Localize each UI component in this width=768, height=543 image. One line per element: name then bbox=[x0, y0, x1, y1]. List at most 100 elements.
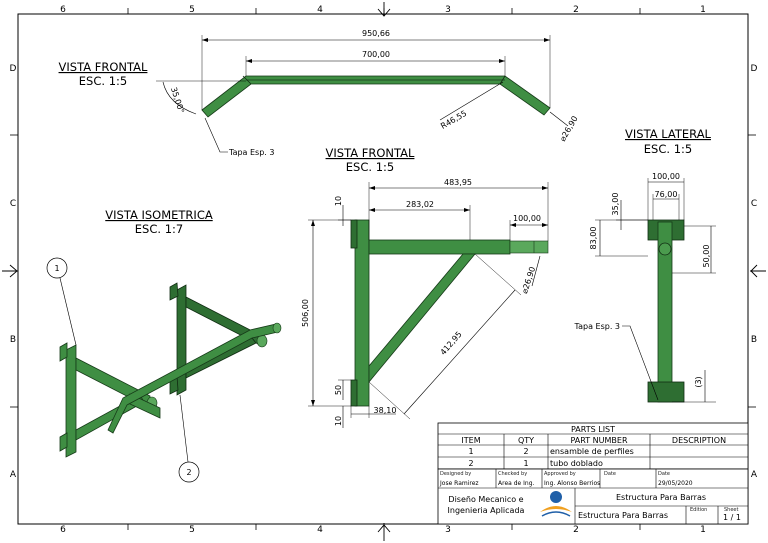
parts-list-title: PARTS LIST bbox=[571, 425, 615, 434]
row-label-right: D bbox=[751, 64, 758, 74]
parts-header: ITEM bbox=[461, 436, 480, 445]
col-label-top: 2 bbox=[573, 5, 579, 15]
balloon-1 bbox=[46, 257, 68, 279]
dim-inner-width: 700,00 bbox=[362, 50, 390, 59]
balloon-2-label: 2 bbox=[186, 468, 191, 477]
parts-header: PART NUMBER bbox=[570, 436, 627, 445]
dim-bracket-width: 100,00 bbox=[652, 172, 680, 181]
dim-angle: 35,00° bbox=[169, 86, 186, 114]
parts-header: QTY bbox=[518, 436, 534, 445]
row-labels: D C B A D C B A bbox=[10, 64, 758, 480]
approved-value: Ing. Alonso Berrios bbox=[544, 480, 600, 487]
column-labels: 6 5 4 3 2 1 6 5 4 3 2 1 bbox=[60, 5, 706, 535]
parts-cell: ensamble de perfiles bbox=[550, 447, 634, 456]
cap-note: Tapa Esp. 3 bbox=[228, 148, 274, 157]
approved-label: Approved by bbox=[544, 471, 576, 477]
vertical-post bbox=[354, 219, 370, 407]
side-bar-end bbox=[658, 242, 672, 256]
col-label-top: 5 bbox=[189, 5, 195, 15]
dim-side-50: 50,00 bbox=[702, 245, 711, 268]
col-label-top: 6 bbox=[60, 5, 66, 15]
cap-note: Tapa Esp. 3 bbox=[574, 322, 620, 331]
row-label-left: B bbox=[10, 335, 16, 345]
col-label-bottom: 4 bbox=[317, 525, 323, 535]
main-front-view: VISTA FRONTAL ESC. 1:5 483,95 283,02 100… bbox=[301, 146, 549, 428]
bar-end bbox=[509, 240, 549, 254]
company-logo bbox=[540, 491, 572, 517]
dim-top-10: 10 bbox=[334, 196, 343, 206]
view-title: VISTA LATERAL bbox=[625, 127, 712, 141]
dim-radius: R46,55 bbox=[439, 109, 468, 131]
side-bottom-bracket bbox=[647, 381, 685, 403]
iso-front-post bbox=[65, 344, 77, 458]
col-label-bottom: 2 bbox=[573, 525, 579, 535]
col-label-bottom: 1 bbox=[700, 525, 706, 535]
parts-cell: 2 bbox=[468, 459, 473, 468]
checked-label: Checked by bbox=[498, 471, 527, 477]
dim-overall-width: 950,66 bbox=[362, 29, 390, 38]
col-label-bottom: 5 bbox=[189, 525, 195, 535]
checked-value: Area de Ing. bbox=[498, 480, 535, 487]
diagonal-brace bbox=[368, 253, 476, 384]
horizontal-bar bbox=[368, 239, 511, 255]
date2-label: Date bbox=[658, 471, 670, 477]
view-title: VISTA FRONTAL bbox=[59, 60, 148, 74]
designed-label: Designed by bbox=[440, 471, 471, 477]
view-scale: ESC. 1:7 bbox=[135, 222, 183, 236]
dim-bracket-50: 50 bbox=[334, 385, 343, 395]
date2-value: 29/05/2020 bbox=[658, 480, 693, 487]
view-scale: ESC. 1:5 bbox=[346, 160, 394, 174]
dim-hole-spacing: 76,00 bbox=[655, 190, 678, 199]
parts-header: DESCRIPTION bbox=[672, 436, 726, 445]
title-block: Designed by Jose Ramirez Checked by Area… bbox=[437, 468, 749, 525]
col-label-top: 3 bbox=[445, 5, 451, 15]
view-title: VISTA ISOMETRICA bbox=[105, 208, 213, 222]
view-scale: ESC. 1:5 bbox=[79, 74, 127, 88]
row-label-right: B bbox=[751, 335, 757, 345]
row-label-left: A bbox=[10, 470, 17, 480]
bottom-bracket bbox=[350, 379, 358, 407]
view-scale: ESC. 1:5 bbox=[644, 142, 692, 156]
col-label-top: 4 bbox=[317, 5, 323, 15]
bent-tube bbox=[201, 75, 551, 118]
row-label-left: C bbox=[10, 199, 16, 209]
parts-cell: 1 bbox=[468, 447, 473, 456]
parts-cell: 1 bbox=[523, 459, 528, 468]
balloon-1-label: 1 bbox=[54, 264, 59, 273]
row-label-right: A bbox=[751, 470, 758, 480]
dim-bar-end: 100,00 bbox=[513, 214, 541, 223]
top-front-view: VISTA FRONTAL ESC. 1:5 950,66 700,00 35,… bbox=[59, 29, 580, 157]
col-label-bottom: 6 bbox=[60, 525, 66, 535]
dim-brace-length: 412,95 bbox=[439, 330, 464, 357]
top-bracket bbox=[350, 219, 358, 249]
dim-side-cap: (3) bbox=[694, 376, 703, 387]
sheet-frame bbox=[17, 13, 749, 525]
parts-cell: 2 bbox=[523, 447, 528, 456]
view-title: VISTA FRONTAL bbox=[326, 146, 415, 160]
sheet-label: Sheet bbox=[724, 507, 738, 513]
row-label-right: C bbox=[751, 199, 757, 209]
sheet-value: 1 / 1 bbox=[723, 513, 741, 522]
company-line-2: Ingenieria Aplicada bbox=[448, 506, 525, 515]
dim-brace-offset: 283,02 bbox=[406, 200, 434, 209]
col-label-top: 1 bbox=[700, 5, 706, 15]
col-label-bottom: 3 bbox=[445, 525, 451, 535]
balloon-2 bbox=[178, 461, 200, 483]
iso-rear-post bbox=[176, 284, 187, 396]
row-label-left: D bbox=[10, 64, 17, 74]
dim-main-width: 483,95 bbox=[444, 178, 472, 187]
dim-bottom-10: 10 bbox=[334, 416, 343, 426]
designed-value: Jose Ramirez bbox=[439, 480, 479, 487]
company-line-1: Diseño Mecanico e bbox=[448, 495, 523, 504]
dim-height: 506,00 bbox=[301, 299, 310, 327]
edition-label: Edition bbox=[690, 507, 707, 513]
dim-side-83: 83,00 bbox=[589, 227, 598, 250]
zone-ticks bbox=[10, 8, 756, 530]
drawing-title-top: Estructura Para Barras bbox=[616, 493, 706, 502]
dim-side-35: 35,00 bbox=[611, 193, 620, 216]
parts-list: PARTS LIST ITEM QTY PART NUMBER DESCRIPT… bbox=[437, 422, 749, 470]
dim-post-width: 38,10 bbox=[374, 406, 397, 415]
date-label: Date bbox=[604, 471, 616, 477]
